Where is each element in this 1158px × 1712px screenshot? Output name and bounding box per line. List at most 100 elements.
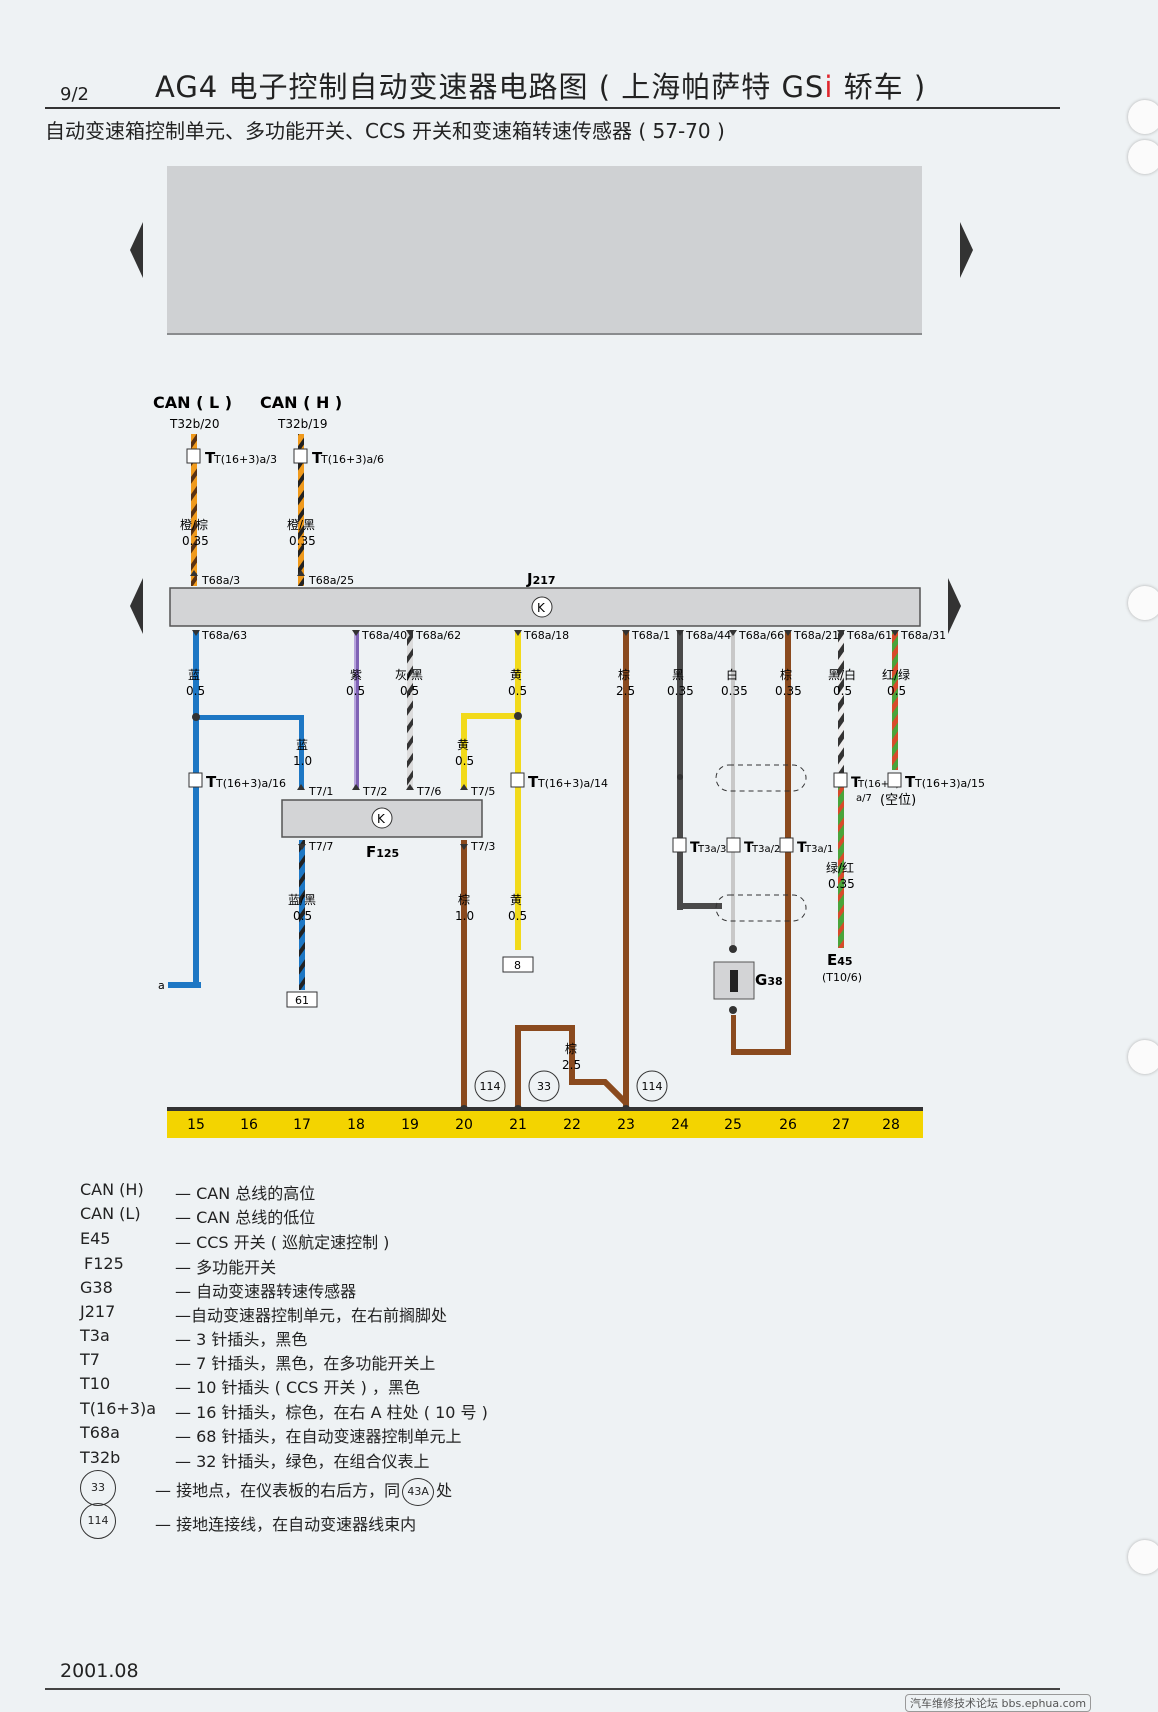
svg-text:T68a/1: T68a/1	[631, 629, 670, 642]
svg-text:T(16+3)a/16: T(16+3)a/16	[215, 777, 286, 790]
ref-8	[502, 956, 534, 973]
can-l-pin: T32b/20	[169, 417, 220, 431]
legend-key: T(16+3)a	[80, 1399, 157, 1418]
svg-text:黄: 黄	[510, 668, 522, 682]
svg-text:棕: 棕	[458, 892, 470, 907]
wire-red-green	[892, 630, 898, 770]
legend-ground-circle: 33	[80, 1470, 116, 1506]
svg-text:白: 白	[726, 667, 738, 682]
title-rule	[45, 107, 1060, 109]
svg-text:2.5: 2.5	[562, 1058, 581, 1072]
legend-desc: — 16 针插头，棕色，在右 A 柱处 ( 10 号 )	[175, 1403, 488, 1422]
svg-text:蓝: 蓝	[188, 668, 200, 682]
svg-text:灰/黑: 灰/黑	[395, 668, 423, 682]
j-pin-t68a-3: T68a/3	[201, 574, 240, 587]
ground-circle-inline: 43A	[402, 1477, 435, 1506]
connector-icon	[186, 448, 201, 464]
svg-text:T: T	[205, 449, 216, 467]
svg-text:T7/6: T7/6	[416, 785, 441, 798]
svg-text:T7/5: T7/5	[470, 785, 495, 798]
can-l-wire-color: 橙/棕	[180, 517, 208, 532]
legend-desc: — CCS 开关 ( 巡航定速控制 )	[175, 1233, 390, 1252]
legend-desc: — 68 针插头，在自动变速器控制单元上	[175, 1427, 462, 1446]
binder-hole	[1128, 140, 1158, 174]
svg-text:绿/红: 绿/红	[826, 860, 854, 875]
footer-rule	[45, 1688, 1060, 1690]
wire-black	[677, 630, 683, 910]
ground-bus-bar	[167, 1111, 923, 1138]
legend-key: CAN (L)	[80, 1204, 141, 1223]
splice-node	[514, 712, 522, 720]
svg-text:0.5: 0.5	[346, 684, 365, 698]
j-pin-t68a-25: T68a/25	[308, 574, 354, 587]
legend-key: E45	[80, 1229, 111, 1248]
wire-white	[731, 630, 735, 950]
svg-text:T7/7: T7/7	[308, 840, 333, 853]
wire-can-l	[191, 434, 197, 586]
watermark: 汽车维修技术论坛 bbs.ephua.com	[905, 1694, 1092, 1712]
left-arrow-icon	[130, 578, 143, 634]
svg-text:蓝: 蓝	[296, 738, 308, 752]
legend-desc: — CAN 总线的低位	[175, 1208, 316, 1227]
svg-text:T: T	[851, 775, 861, 791]
svg-text:0.35: 0.35	[667, 684, 694, 698]
shield-outline	[715, 764, 807, 792]
page-subtitle: 自动变速箱控制单元、多功能开关、CCS 开关和变速箱转速传感器 ( 57-70 …	[45, 119, 725, 143]
svg-text:T: T	[528, 773, 539, 791]
page-number: 9/2	[60, 84, 89, 105]
legend-desc: —自动变速器控制单元，在右前搁脚处	[175, 1306, 448, 1325]
can-h-label: CAN ( H )	[260, 393, 342, 412]
svg-text:114: 114	[480, 1080, 501, 1093]
svg-text:棕: 棕	[618, 667, 630, 682]
ref-a: a	[158, 979, 165, 992]
wire-green-red	[838, 780, 844, 948]
wire-can-h	[298, 434, 304, 586]
svg-text:T(16+3)a/15: T(16+3)a/15	[914, 777, 985, 790]
wire-blue-black	[299, 840, 305, 990]
legend-key: T7	[80, 1350, 100, 1369]
svg-text:a/7: a/7	[856, 793, 872, 804]
svg-text:61: 61	[295, 994, 309, 1007]
continuation-panel	[167, 166, 922, 335]
svg-text:0.5: 0.5	[833, 684, 852, 698]
wire-black-white	[838, 630, 844, 780]
wire-ground-brown	[515, 1025, 629, 1110]
svg-text:1.0: 1.0	[293, 754, 312, 768]
legend-desc: — 7 针插头，黑色，在多功能开关上	[175, 1354, 436, 1373]
svg-text:T3a/1: T3a/1	[804, 844, 833, 855]
wire-labels-j217: 蓝 0.5 紫 0.5 灰/黑 0.5 黄 0.5 棕 2.5 黑 0.35 白…	[186, 667, 910, 768]
legend-key: T32b	[80, 1448, 121, 1467]
svg-text:26: 26	[779, 1117, 797, 1133]
svg-text:0.35: 0.35	[775, 684, 802, 698]
e45-label: E45	[827, 951, 853, 969]
e45-note: (T10/6)	[822, 971, 862, 984]
svg-text:0.5: 0.5	[887, 684, 906, 698]
wire-labels-f125: 蓝/黑 0.5 棕 1.0 黄 0.5	[288, 892, 527, 923]
legend-key: J217	[80, 1302, 116, 1321]
svg-text:T68a/62: T68a/62	[415, 629, 461, 642]
right-arrow-icon	[948, 578, 961, 634]
electronic-k-icon	[371, 807, 393, 829]
wire-blue	[193, 630, 199, 988]
legend-desc: — 自动变速器转速传感器	[175, 1282, 357, 1301]
svg-text:0.5: 0.5	[186, 684, 205, 698]
wire-blue-to-a	[168, 982, 199, 988]
svg-text:114: 114	[642, 1080, 663, 1093]
j217-bottom-pins: T68a/63 T68a/40 T68a/62 T68a/18 T68a/1 T…	[192, 629, 946, 642]
wire-purple	[354, 630, 359, 790]
svg-text:T68a/21: T68a/21	[793, 629, 839, 642]
svg-text:T68a/66: T68a/66	[738, 629, 784, 642]
svg-text:K: K	[377, 812, 386, 826]
legend-key: T10	[80, 1374, 111, 1393]
can-h-wire-color: 橙/黑	[287, 517, 315, 532]
svg-text:0.5: 0.5	[508, 909, 527, 923]
svg-text:18: 18	[347, 1117, 365, 1133]
svg-text:0.5: 0.5	[293, 909, 312, 923]
svg-text:0.5: 0.5	[400, 684, 419, 698]
ground-bus-line	[167, 1107, 923, 1111]
svg-text:25: 25	[724, 1117, 742, 1133]
bus-numbers: 15 16 17 18 19 20 21 22 23 24 25 26 27 2…	[187, 1117, 900, 1133]
splice-node	[192, 713, 200, 721]
